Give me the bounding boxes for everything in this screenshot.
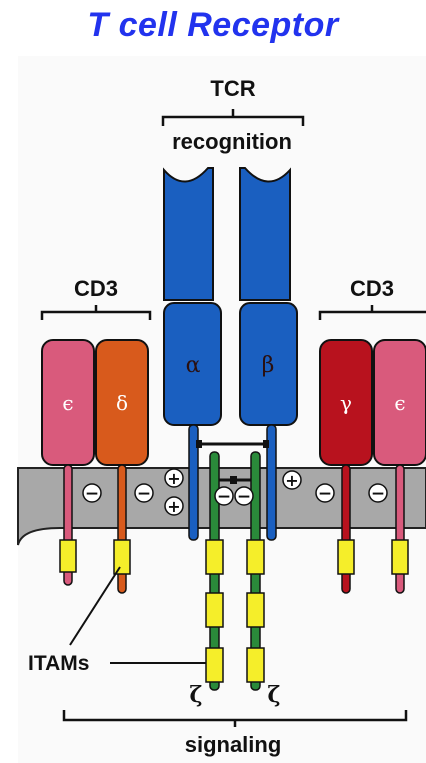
cd3-epsilon-left: ϵ (42, 340, 94, 585)
svg-text:−: − (137, 484, 151, 504)
tcr-label: TCR (210, 76, 255, 101)
svg-text:−: − (371, 484, 385, 504)
cd3-right-label: CD3 (350, 276, 394, 301)
charge-minus-6: − (369, 484, 387, 504)
cd3-epsilon-right: ϵ (374, 340, 426, 593)
gamma-label: γ (340, 391, 352, 415)
epsilon-left-label: ϵ (62, 391, 73, 415)
svg-text:−: − (318, 484, 332, 504)
recognition-label: recognition (172, 129, 292, 154)
tcr-bracket (163, 109, 303, 126)
charge-minus-1: − (83, 484, 101, 504)
cd3-left-bracket (42, 305, 150, 320)
svg-text:−: − (85, 484, 99, 504)
svg-text:+: + (167, 497, 180, 516)
charge-plus-1: + (165, 469, 183, 488)
charge-minus-5: − (316, 484, 334, 504)
alpha-label: α (186, 353, 201, 378)
svg-text:−: − (217, 487, 231, 507)
svg-text:+: + (167, 469, 180, 488)
charge-minus-2: − (135, 484, 153, 504)
beta-label: β (262, 353, 275, 378)
itams-pointer-lines (70, 567, 206, 663)
signaling-label: signaling (185, 732, 282, 757)
zeta-right-label: ζ (267, 682, 280, 708)
svg-text:−: − (237, 487, 251, 507)
charge-minus-3: − (215, 487, 233, 507)
svg-text:+: + (285, 471, 298, 490)
cd3-left-label: CD3 (74, 276, 118, 301)
zeta-left-label: ζ (189, 682, 202, 708)
epsilon-right-label: ϵ (394, 391, 405, 415)
delta-label: δ (116, 391, 128, 415)
cd3-right-bracket (320, 305, 426, 320)
cd3-delta: δ (96, 340, 148, 593)
recognition-bracket (163, 160, 303, 168)
charge-plus-2: + (165, 497, 183, 516)
itams-label: ITAMs (28, 652, 89, 675)
signaling-bracket (64, 710, 406, 727)
tcr-disulfide-bond (196, 440, 269, 448)
cd3-gamma: γ (320, 340, 372, 593)
charge-plus-3: + (283, 471, 301, 490)
charge-minus-4: − (235, 487, 253, 507)
